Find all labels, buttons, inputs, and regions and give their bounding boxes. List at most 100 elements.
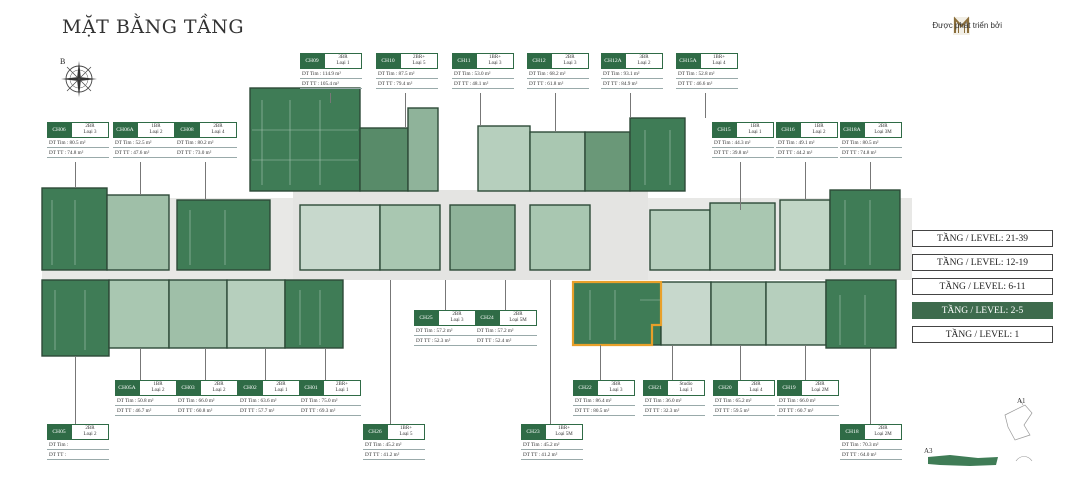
unit-area-tim: DT Tim : bbox=[47, 440, 109, 450]
unit-area-tt: DT TT : 74.8 m² bbox=[840, 148, 902, 158]
unit-block-core-far bbox=[529, 204, 591, 271]
unit-block-ch05a bbox=[108, 279, 170, 349]
unit-area-tt: DT TT : 60.8 m² bbox=[176, 406, 238, 416]
unit-area-tt: DT TT : 52.4 m² bbox=[475, 336, 537, 346]
compass-icon: B bbox=[60, 57, 97, 97]
unit-area-tim: DT Tim : 36.0 m² bbox=[643, 396, 705, 406]
highlighted-unit-outline bbox=[571, 280, 663, 347]
level-button-21-39[interactable]: TẦNG / LEVEL: 21-39 bbox=[912, 230, 1053, 247]
unit-code: CH25 bbox=[414, 310, 438, 326]
unit-area-tim: DT Tim : 70.3 m² bbox=[840, 440, 902, 450]
unit-area-tim: DT Tim : 66.0 m² bbox=[777, 396, 839, 406]
leader-line bbox=[140, 348, 141, 380]
unit-block-ch03 bbox=[168, 279, 228, 349]
leader-line bbox=[75, 162, 76, 188]
unit-area-tt: DT TT : 73.0 m² bbox=[175, 148, 237, 158]
unit-code: CH06 bbox=[47, 122, 71, 138]
unit-area-tim: DT Tim : 53.0 m² bbox=[452, 69, 514, 79]
unit-block-ch06a bbox=[106, 194, 170, 271]
unit-area-tt: DT TT : 74.8 m² bbox=[47, 148, 109, 158]
unit-area-tim: DT Tim : 49.1 m² bbox=[776, 138, 838, 148]
unit-area-tim: DT Tim : 52.8 m² bbox=[676, 69, 738, 79]
unit-area-tt: DT TT : 60.7 m² bbox=[777, 406, 839, 416]
unit-area-tt: DT TT : 44.2 m² bbox=[776, 148, 838, 158]
unit-area-tim: DT Tim : 52.5 m² bbox=[113, 138, 175, 148]
unit-area-tim: DT Tim : 93.1 m² bbox=[601, 69, 663, 79]
unit-type: 1BR+Loại 4 bbox=[700, 53, 738, 69]
interior-walls bbox=[51, 100, 871, 350]
unit-area-tt: DT TT : 64.0 m² bbox=[840, 450, 902, 460]
developer-logo bbox=[953, 16, 970, 35]
unit-area-tt: DT TT : 61.8 m² bbox=[527, 79, 589, 89]
leader-line bbox=[600, 345, 601, 380]
key-plan-label-a3: A3 bbox=[924, 447, 933, 455]
level-button-12-19[interactable]: TẦNG / LEVEL: 12-19 bbox=[912, 254, 1053, 271]
unit-area-tt: DT TT : 47.6 m² bbox=[113, 148, 175, 158]
unit-block-ch02 bbox=[226, 279, 286, 349]
unit-area-tt: DT TT : 59.5 m² bbox=[713, 406, 775, 416]
unit-code: CH26 bbox=[363, 424, 387, 440]
unit-code: CH12A bbox=[601, 53, 625, 69]
key-plan: A1 A3 bbox=[920, 395, 1045, 477]
level-button-6-11[interactable]: TẦNG / LEVEL: 6-11 bbox=[912, 278, 1053, 295]
level-button-2-5[interactable]: TẦNG / LEVEL: 2-5 bbox=[912, 302, 1053, 319]
unit-area-tt: DT TT : 41.2 m² bbox=[521, 450, 583, 460]
unit-block-ch20 bbox=[710, 281, 767, 346]
unit-area-tim: DT Tim : 44.3 m² bbox=[712, 138, 774, 148]
unit-area-tt: DT TT : 57.7 m² bbox=[238, 406, 300, 416]
unit-block-ch06 bbox=[41, 187, 108, 271]
unit-block-ch12 bbox=[529, 131, 586, 192]
level-button-1[interactable]: TẦNG / LEVEL: 1 bbox=[912, 326, 1053, 343]
unit-area-tt: DT TT : bbox=[47, 450, 109, 460]
unit-block-ch12a bbox=[584, 131, 631, 192]
unit-type: 2BR+Loại 5 bbox=[400, 53, 438, 69]
unit-area-tim: DT Tim : 86.4 m² bbox=[573, 396, 635, 406]
leader-line bbox=[390, 280, 391, 424]
unit-block-ch22 bbox=[572, 281, 662, 346]
unit-code: CH21 bbox=[643, 380, 667, 396]
page-title: MẶT BẰNG TẦNG bbox=[62, 16, 245, 38]
unit-code: CH03 bbox=[176, 380, 200, 396]
unit-code: CH18A bbox=[840, 122, 864, 138]
unit-area-tim: DT Tim : 50.8 m² bbox=[115, 396, 177, 406]
unit-area-tim: DT Tim : 45.2 m² bbox=[521, 440, 583, 450]
unit-area-tim: DT Tim : 80.5 m² bbox=[840, 138, 902, 148]
unit-code: CH16 bbox=[776, 122, 800, 138]
unit-area-tt: DT TT : 69.3 m² bbox=[299, 406, 361, 416]
leader-line bbox=[672, 345, 673, 380]
leader-line bbox=[480, 93, 481, 126]
